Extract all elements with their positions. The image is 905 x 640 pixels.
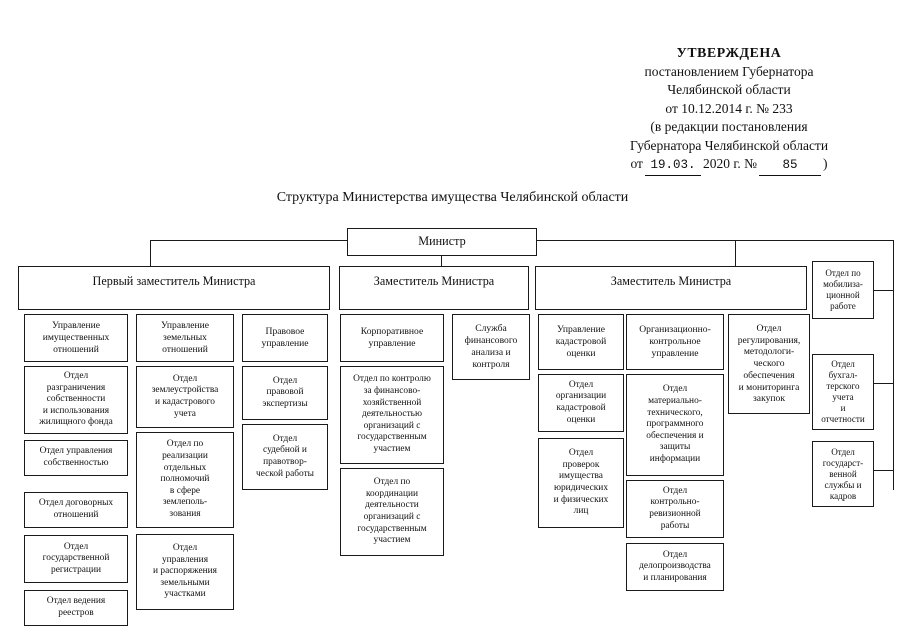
node-land-relations-directorate[interactable]: Управление земельных отношений bbox=[136, 314, 234, 362]
approval-line-4: от 10.12.2014 г. № 233 bbox=[665, 100, 793, 116]
node-deputy-3[interactable]: Заместитель Министра bbox=[535, 266, 807, 310]
node-property-management-department[interactable]: Отдел управления собственностью bbox=[24, 440, 128, 476]
node-mobilization-department[interactable]: Отдел по мобилиза- ционной работе bbox=[812, 261, 874, 319]
node-property-inspections-department[interactable]: Отдел проверок имущества юридических и ф… bbox=[538, 438, 624, 528]
approval-dateline: от 19.03. 2020 г. № 85 ) bbox=[579, 155, 879, 176]
node-financial-control-department[interactable]: Отдел по контролю за финансово- хозяйств… bbox=[340, 366, 444, 464]
connector-minister-right bbox=[537, 240, 893, 241]
node-coordination-department[interactable]: Отдел по координации деятельности органи… bbox=[340, 468, 444, 556]
node-land-survey-department[interactable]: Отдел землеустройства и кадастрового уче… bbox=[136, 366, 234, 428]
approval-caps: УТВЕРЖДЕНА bbox=[676, 45, 782, 60]
node-contract-relations-department[interactable]: Отдел договорных отношений bbox=[24, 492, 128, 528]
date-year: 2020 г. № bbox=[702, 156, 757, 171]
connector-drop-deputy-2 bbox=[441, 256, 442, 266]
approval-line-5: (в редакции постановления bbox=[650, 119, 808, 134]
node-logistics-it-department[interactable]: Отдел материально- технического, програм… bbox=[626, 374, 724, 476]
node-civil-service-department[interactable]: Отдел государст- венной службы и кадров bbox=[812, 441, 874, 507]
node-legal-directorate[interactable]: Правовое управление bbox=[242, 314, 328, 362]
node-corporate-directorate[interactable]: Корпоративное управление bbox=[340, 314, 444, 362]
page-title: Структура Министерства имущества Челябин… bbox=[276, 190, 629, 205]
node-registers-department[interactable]: Отдел ведения реестров bbox=[24, 590, 128, 626]
node-cadastral-organization-department[interactable]: Отдел организации кадастровой оценки bbox=[538, 374, 624, 432]
date-number-field: 85 bbox=[759, 156, 821, 176]
approval-line-3: Челябинской области bbox=[667, 82, 791, 97]
node-state-registration-department[interactable]: Отдел государственной регистрации bbox=[24, 535, 128, 583]
date-prefix: от bbox=[630, 156, 643, 171]
connector-stub-civil-service bbox=[874, 470, 894, 471]
connector-drop-deputy-3 bbox=[735, 240, 736, 266]
node-land-powers-department[interactable]: Отдел по реализации отдельных полномочий… bbox=[136, 432, 234, 528]
approval-line-6: Губернатора Челябинской области bbox=[629, 137, 829, 153]
connector-drop-first-deputy bbox=[150, 240, 151, 266]
node-audit-department[interactable]: Отдел контрольно- ревизионной работы bbox=[626, 480, 724, 538]
node-court-work-department[interactable]: Отдел судебной и правотвор- ческой работ… bbox=[242, 424, 328, 490]
approval-line-2: постановлением Губернатора bbox=[644, 63, 814, 79]
connector-stub-mobilization bbox=[874, 290, 894, 291]
connector-minister-left bbox=[150, 240, 348, 241]
node-cadastral-valuation-directorate[interactable]: Управление кадастровой оценки bbox=[538, 314, 624, 370]
node-accounting-department[interactable]: Отдел бухгал- терского учета и отчетност… bbox=[812, 354, 874, 430]
node-procurement-regulation-department[interactable]: Отдел регулирования, методологи- ческого… bbox=[728, 314, 810, 414]
connector-stub-accounting bbox=[874, 383, 894, 384]
node-land-plots-department[interactable]: Отдел управления и распоряжения земельны… bbox=[136, 534, 234, 610]
node-deputy-2[interactable]: Заместитель Министра bbox=[339, 266, 529, 310]
approval-header: УТВЕРЖДЕНА постановлением Губернатора Че… bbox=[579, 44, 879, 176]
node-legal-expertise-department[interactable]: Отдел правовой экспертизы bbox=[242, 366, 328, 420]
node-org-control-directorate[interactable]: Организационно- контрольное управление bbox=[626, 314, 724, 370]
date-suffix: ) bbox=[823, 156, 828, 171]
node-property-relations-directorate[interactable]: Управление имущественных отношений bbox=[24, 314, 128, 362]
connector-right-spine bbox=[893, 240, 894, 490]
node-minister[interactable]: Министр bbox=[347, 228, 537, 256]
node-delimitation-department[interactable]: Отдел разграничения собственности и испо… bbox=[24, 366, 128, 434]
date-day-month-field: 19.03. bbox=[644, 156, 701, 176]
node-first-deputy[interactable]: Первый заместитель Министра bbox=[18, 266, 330, 310]
node-records-planning-department[interactable]: Отдел делопроизводства и планирования bbox=[626, 543, 724, 591]
node-financial-analysis-service[interactable]: Служба финансового анализа и контроля bbox=[452, 314, 530, 380]
